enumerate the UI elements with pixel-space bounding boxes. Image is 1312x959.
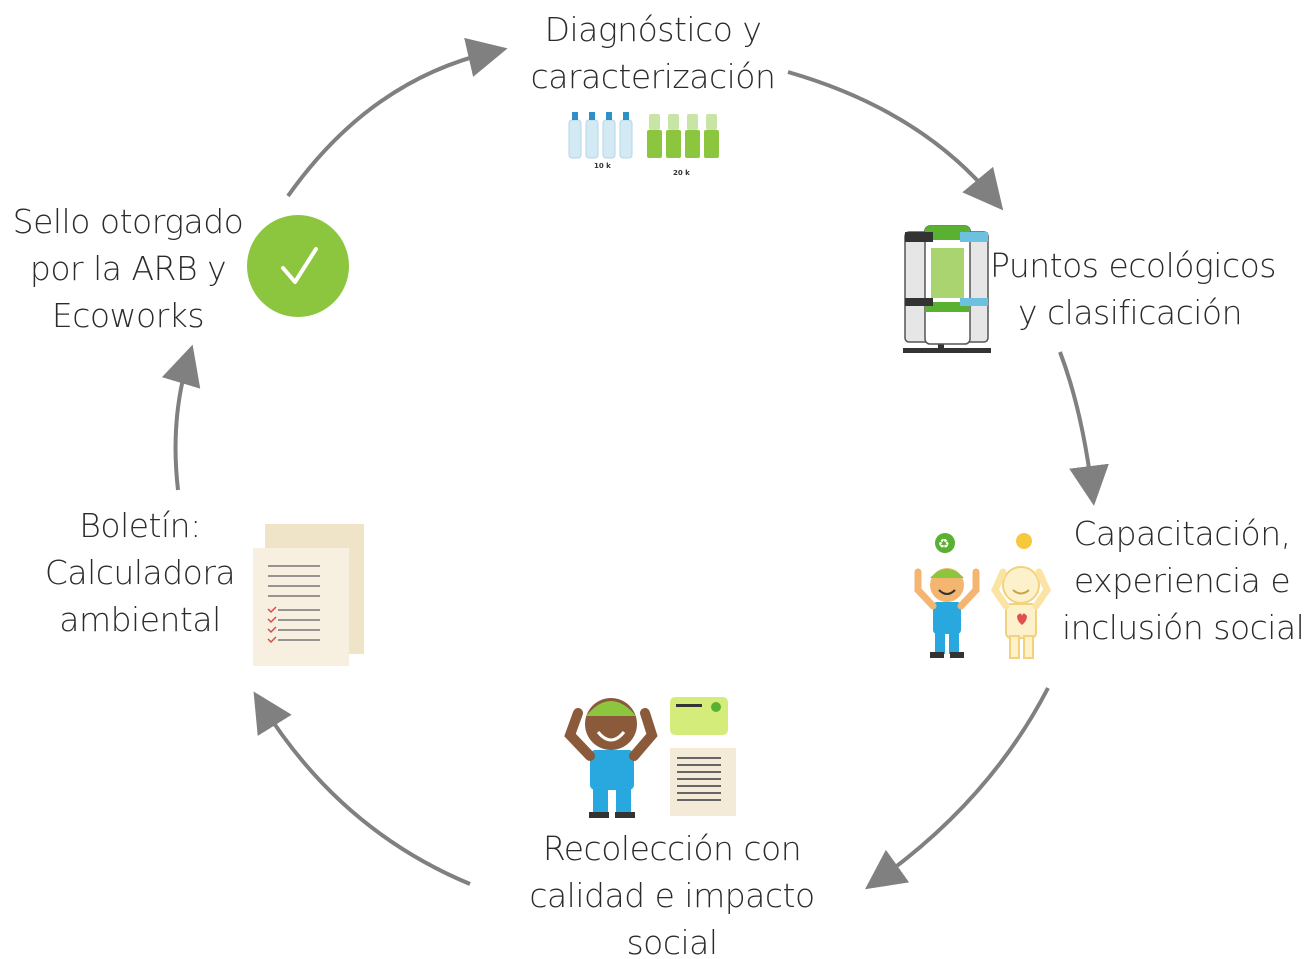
people-icon: ♻ — [914, 533, 1051, 659]
arrow-boletin-to-sello — [161, 344, 201, 491]
step-diagnostico-label: Diagnóstico y caracterización — [508, 6, 798, 100]
step-line: caracterización — [530, 57, 776, 96]
arrow-recoleccion-to-boletin — [253, 691, 471, 886]
step-line: y clasificación — [1018, 293, 1242, 332]
step-boletin-label: Boletín: Calculadora ambiental — [30, 502, 250, 643]
step-line: inclusión social — [1062, 608, 1305, 647]
step-line: Calculadora — [44, 553, 236, 592]
collector-worker-icon — [564, 697, 736, 818]
step-line: Ecoworks — [51, 296, 205, 335]
step-line: Recolección con — [542, 829, 802, 868]
step-line: social — [626, 923, 718, 959]
step-line: Capacitación, — [1073, 514, 1291, 553]
step-line: Sello otorgado — [12, 202, 244, 241]
step-line: ambiental — [59, 600, 221, 639]
step-line: Boletín: — [79, 506, 201, 545]
step-puntos-label: Puntos ecológicos y clasificación — [990, 242, 1276, 336]
step-sello-label: Sello otorgado por la ARB y Ecoworks — [4, 198, 252, 339]
step-line: Puntos ecológicos — [990, 246, 1276, 285]
step-line: experiencia e — [1073, 561, 1291, 600]
svg-text:♻: ♻ — [938, 537, 950, 552]
arrow-capacitacion-to-recoleccion — [864, 687, 1050, 890]
bottle-label-large: 20 k — [673, 169, 690, 177]
step-recoleccion-label: Recolección con calidad e impacto social — [522, 825, 822, 959]
step-capacitacion-label: Capacitación, experiencia e inclusión so… — [1062, 510, 1305, 651]
step-line: por la ARB y — [29, 249, 227, 288]
check-badge-icon — [247, 215, 349, 317]
arrow-sello-to-diagnostico — [286, 37, 508, 198]
step-line: calidad e impacto — [529, 876, 815, 915]
document-checklist-icon — [253, 524, 364, 666]
bottles-icon: 10 k 20 k — [568, 112, 719, 177]
arrow-diagnostico-to-puntos — [787, 70, 1004, 211]
step-line: Diagnóstico y — [544, 10, 762, 49]
bottle-label-small: 10 k — [594, 162, 611, 170]
recycling-bins-icon — [903, 225, 991, 353]
arrow-puntos-to-capacitacion — [1058, 351, 1109, 506]
